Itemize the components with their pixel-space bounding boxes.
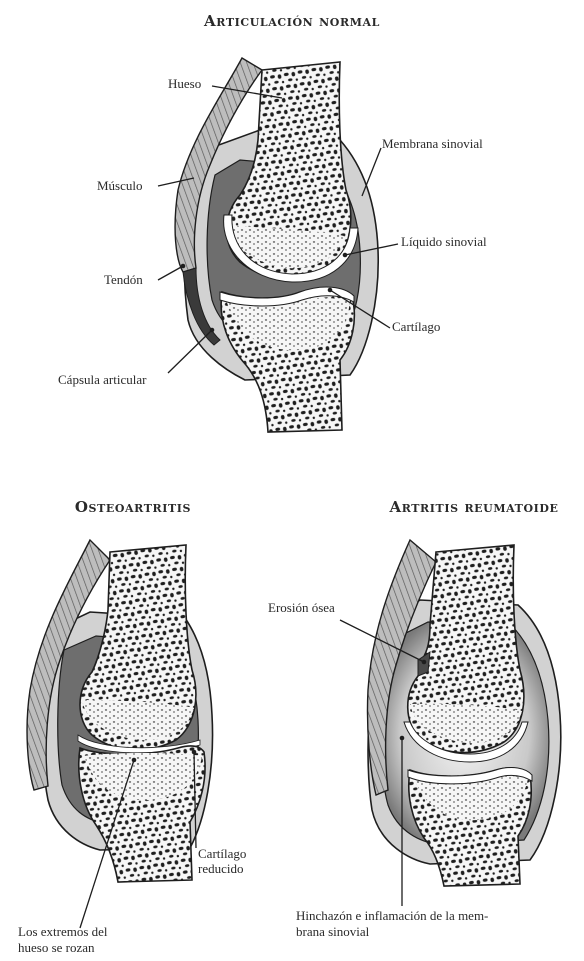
label-musculo: Músculo bbox=[97, 178, 143, 193]
label-cartilago-reducido-line1: Cartílago bbox=[198, 846, 246, 861]
label-capsula-articular: Cápsula articular bbox=[58, 372, 147, 387]
label-membrana-sinovial: Membrana sinovial bbox=[382, 136, 483, 151]
title-normal-joint: Articulación normal bbox=[203, 12, 380, 30]
label-liquido-sinovial: Líquido sinovial bbox=[401, 234, 487, 249]
title-rheumatoid-arthritis: Artritis reumatoide bbox=[388, 498, 558, 516]
label-hinchazon-line2: brana sinovial bbox=[296, 924, 370, 939]
label-extremos-line2: hueso se rozan bbox=[18, 940, 95, 955]
label-extremos-line1: Los extremos del bbox=[18, 924, 108, 939]
label-cartilago: Cartílago bbox=[392, 319, 440, 334]
rheumatoid-illustration bbox=[367, 540, 560, 886]
label-hueso: Hueso bbox=[168, 76, 201, 91]
label-cartilago-reducido-line2: reducido bbox=[198, 861, 243, 876]
normal-joint-illustration bbox=[175, 58, 378, 432]
title-osteoarthritis: Osteoartritis bbox=[75, 498, 191, 516]
osteoarthritis-illustration bbox=[27, 540, 213, 882]
label-erosion-osea: Erosión ósea bbox=[268, 600, 335, 615]
label-hinchazon-line1: Hinchazón e inflamación de la mem- bbox=[296, 908, 488, 923]
label-tendon: Tendón bbox=[104, 272, 143, 287]
